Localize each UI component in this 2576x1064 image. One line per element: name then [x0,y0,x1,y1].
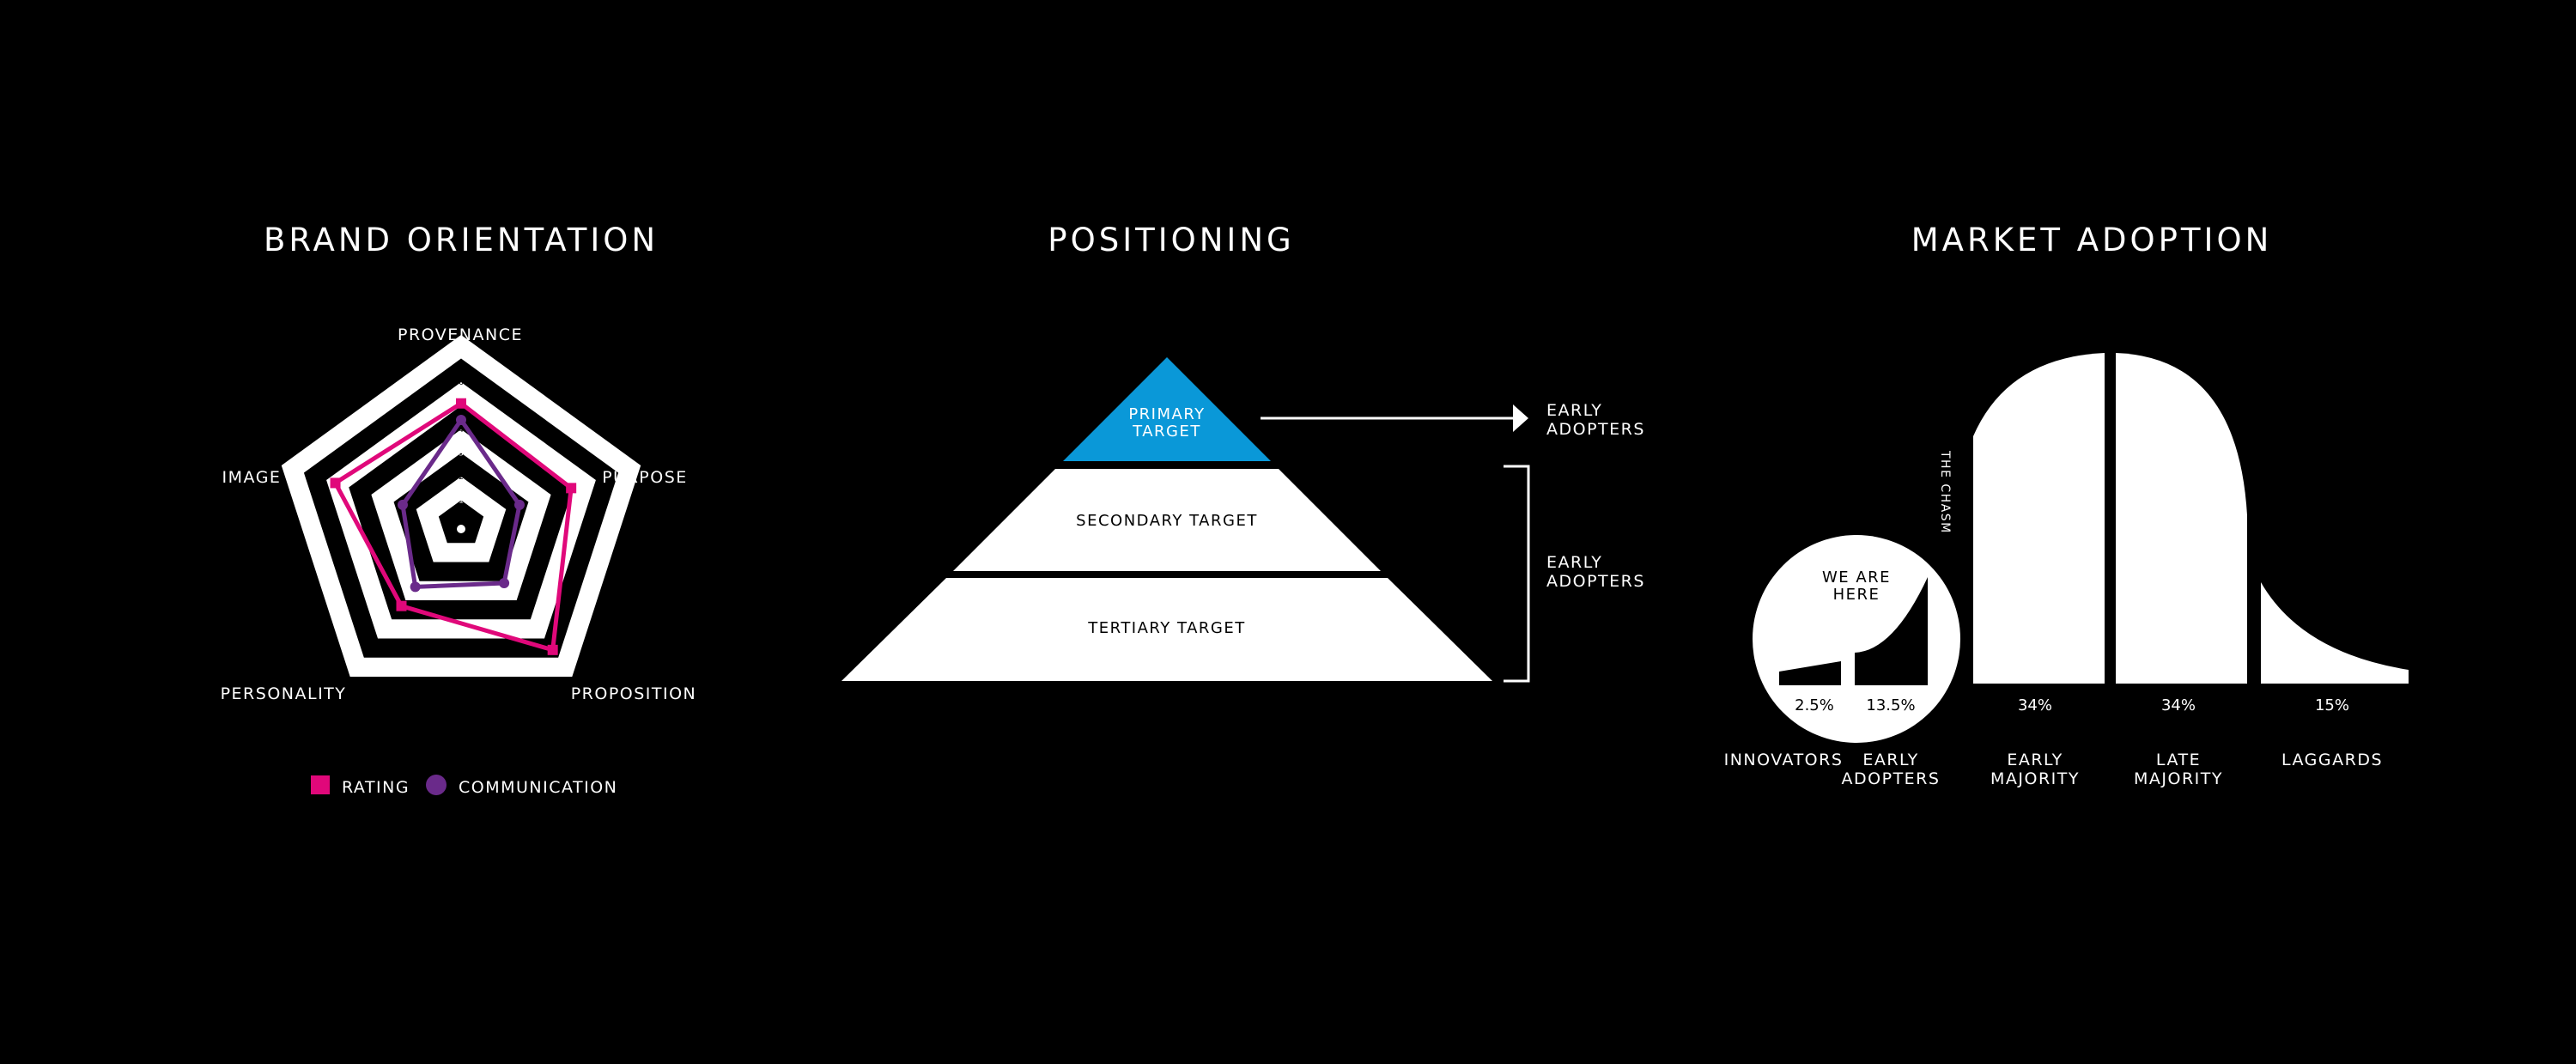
radar-point-rating-2 [547,644,558,655]
positioning-title: POSITIONING [1048,222,1294,258]
brand-orientation-title: BRAND ORIENTATION [264,222,659,258]
radar-ring-1 [438,500,484,544]
radar-axis-label-purpose: PURPOSE [602,468,688,487]
radar-tick-1: 1 [459,497,464,506]
early-adopters-label-line2: ADOPTERS [1842,769,1941,788]
tertiary-target-tier [841,578,1492,681]
radar-point-rating-4 [330,477,341,489]
radar-series [330,398,577,655]
early-adopters-arrowhead [1513,404,1528,432]
radar-point-communication-2 [499,577,510,588]
radar-legend: RATING COMMUNICATION [311,775,617,797]
radar-series-rating [333,401,574,653]
market-adoption-panel: MARKET ADOPTION THE CHASM WE ARE HERE 2.… [1724,222,2409,788]
radar-axis-label-proposition: PROPOSITION [571,684,697,703]
early-adopters-bracket [1504,465,1530,683]
early-adopters-value: 13.5% [1866,696,1915,714]
brand-orientation-panel: BRAND ORIENTATION 123456 PROVENANCEPURPO… [221,222,697,797]
radar-point-communication-0 [456,415,466,425]
radar-point-rating-3 [396,600,407,611]
early-adopters-label-line1: EARLY [1862,751,1918,769]
radar-tick-2: 2 [459,473,464,482]
radar-axis-label-image: IMAGE [222,468,282,487]
primary-target-tier [1063,357,1271,461]
tertiary-target-label: TERTIARY TARGET [1087,619,1246,637]
early-majority-label-line1: EARLY [2007,751,2063,769]
radar-point-rating-1 [566,483,577,494]
radar-series-communication [400,417,522,589]
positioning-panel: POSITIONING PRIMARY TARGET SECONDARY TAR… [841,222,1645,683]
legend-rating-label: RATING [342,778,410,797]
laggards-area [2261,582,2409,684]
bracket-label-line2: ADOPTERS [1546,572,1645,591]
innovators-value: 2.5% [1795,696,1834,714]
radar-point-rating-0 [456,398,466,409]
early-majority-label-line2: MAJORITY [1990,769,2080,788]
late-majority-area [2116,353,2247,684]
arrow-label-line1: EARLY [1546,401,1602,420]
market-adoption-title: MARKET ADOPTION [1911,222,2273,258]
laggards-value: 15% [2315,696,2349,714]
we-are-here-line2: HERE [1833,586,1880,604]
radar-point-communication-1 [514,499,526,510]
radar-axis-label-provenance: PROVENANCE [398,325,523,344]
secondary-target-label: SECONDARY TARGET [1076,512,1258,530]
innovators-inset-area [1779,661,1841,685]
late-majority-label-line1: LATE [2156,751,2201,769]
legend-communication-swatch [426,775,447,795]
legend-rating-swatch [311,775,330,794]
radar-tick-3: 3 [459,450,464,459]
radar-axis-label-personality: PERSONALITY [221,684,347,703]
we-are-here-line1: WE ARE [1822,568,1891,587]
innovators-label: INNOVATORS [1724,751,1844,769]
late-majority-value: 34% [2161,696,2196,714]
radar-point-communication-3 [410,581,421,593]
radar-center-marker [457,525,465,533]
primary-target-label-line2: TARGET [1132,423,1201,441]
legend-communication-label: COMMUNICATION [459,778,617,797]
early-majority-value: 34% [2018,696,2052,714]
early-adopters-inset-area [1855,577,1928,685]
secondary-target-tier [953,469,1381,571]
late-majority-label-line2: MAJORITY [2134,769,2223,788]
primary-target-label-line1: PRIMARY [1128,405,1205,423]
radar-point-communication-4 [397,499,408,510]
radar-tick-4: 4 [459,426,464,435]
radar-tick-6: 6 [459,379,464,387]
chasm-label: THE CHASM [1938,450,1952,534]
laggards-label: LAGGARDS [2281,751,2383,769]
we-are-here-circle [1753,535,1960,743]
radar-axis-labels: PROVENANCE PURPOSE PROPOSITION PERSONALITY I… [221,325,697,703]
arrow-label-line2: ADOPTERS [1546,420,1645,439]
bracket-label-line1: EARLY [1546,553,1602,572]
early-majority-area [1973,353,2105,684]
